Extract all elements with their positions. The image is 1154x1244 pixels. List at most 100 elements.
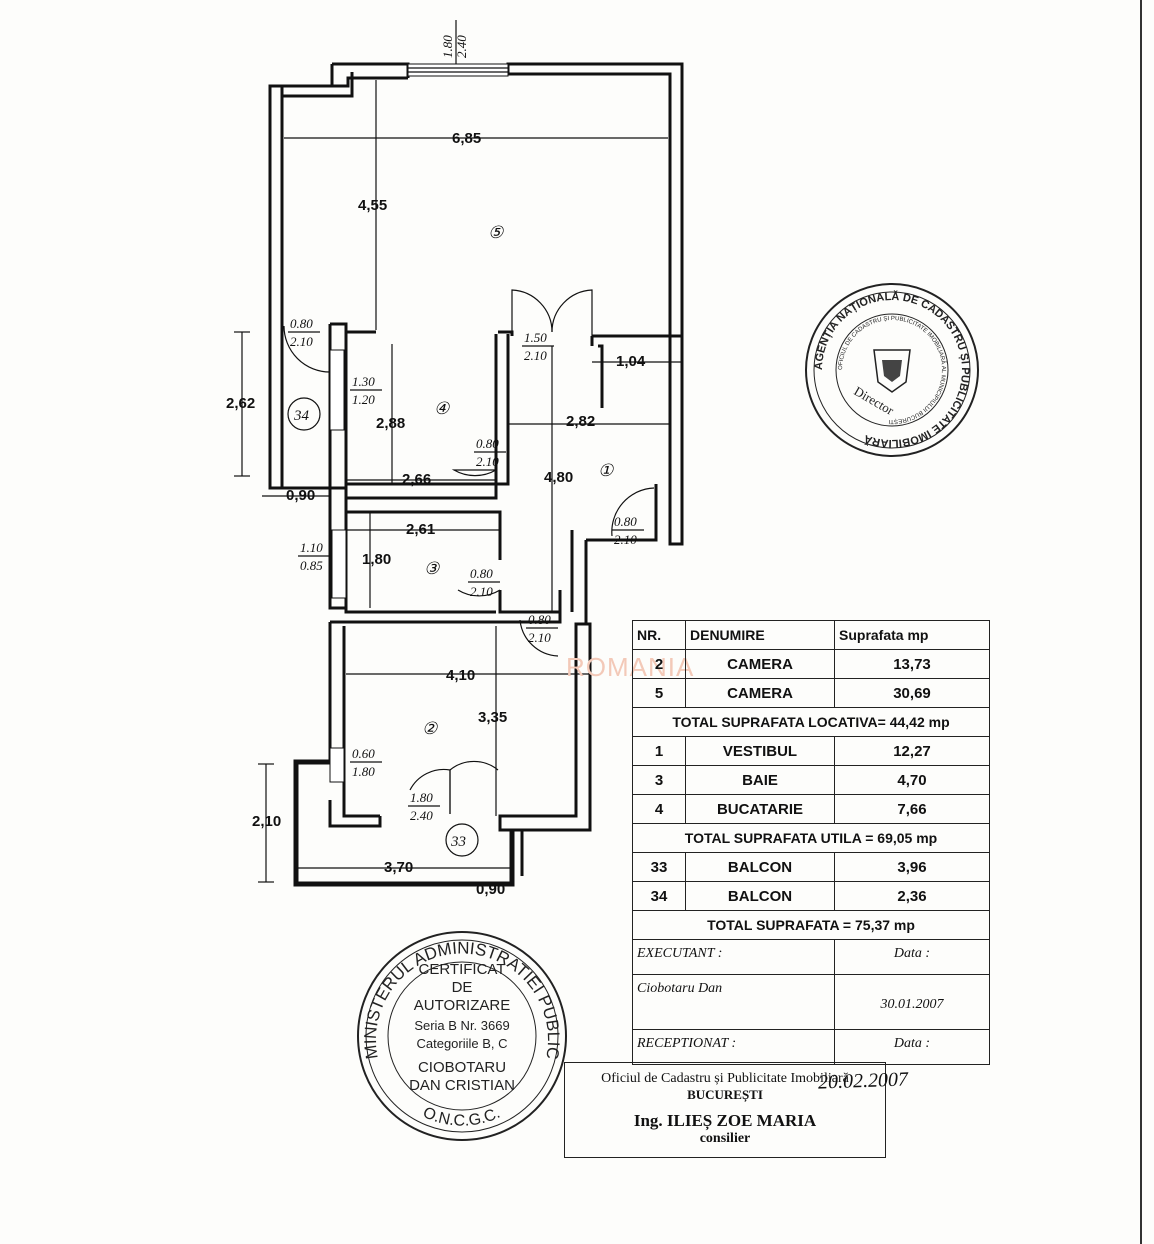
opening-10-width: 1.80: [410, 790, 433, 805]
executant-name: Ciobotaru Dan: [632, 974, 835, 1030]
room-33-number: 33: [450, 834, 466, 850]
total-row: TOTAL SUPRAFATA = 75,37 mp: [632, 910, 990, 940]
stamp-ocpi-box: Oficiul de Cadastru și Publicitate Imobi…: [564, 1062, 886, 1158]
opening-2-width: 1.50: [524, 330, 547, 345]
area-table: NR. DENUMIRE Suprafata mp 2 CAMERA 13,73…: [632, 620, 990, 1065]
opening-9-width: 0.60: [352, 746, 375, 761]
dim-4-10: 4,10: [446, 667, 475, 684]
stamp-ministry-l5: Categoriile B, C: [416, 1036, 507, 1051]
table-row: 2 CAMERA 13,73: [632, 649, 990, 679]
stamp-ocpi-line1: Oficiul de Cadastru și Publicitate Imobi…: [601, 1071, 849, 1086]
room-5-number: ⑤: [488, 223, 504, 242]
table-header: NR. DENUMIRE Suprafata mp: [632, 620, 990, 650]
opening-3-height: 1.20: [352, 392, 375, 407]
room-34-circle: [287, 397, 321, 431]
table-row: 4 BUCATARIE 7,66: [632, 794, 990, 824]
total-utila-row: TOTAL SUPRAFATA UTILA = 69,05 mp: [632, 823, 990, 853]
dim-2-66: 2,66: [402, 471, 431, 488]
room-33-circle: [445, 823, 479, 857]
top-window: [407, 63, 509, 77]
opening-10-height: 2.40: [410, 808, 433, 823]
receptionat-label: RECEPTIONAT :: [632, 1029, 835, 1065]
room-labels: ⑤ ④ ① ③ ② 34 33: [287, 223, 614, 857]
table-row: 33 BALCON 3,96: [632, 852, 990, 882]
opening-3-width: 1.30: [352, 374, 375, 389]
opening-2-height: 2.10: [524, 348, 547, 363]
opening-6-height: 0.85: [300, 558, 323, 573]
stamp-ocpi-line2: BUCUREȘTI: [687, 1087, 763, 1102]
doors: [283, 289, 655, 814]
table-row: 3 BAIE 4,70: [632, 765, 990, 795]
opening-8-height: 2.10: [528, 630, 551, 645]
stamp-ocpi-line4: consilier: [699, 1131, 751, 1146]
top-window-width: 1.80: [440, 35, 455, 58]
room-3-number: ③: [424, 559, 440, 578]
stamp-ministry-l1: CERTIFICAT: [419, 961, 506, 978]
walls: [268, 62, 684, 887]
dim-2-62: 2,62: [226, 395, 255, 412]
receptionat-row: RECEPTIONAT : Data :: [632, 1029, 990, 1065]
stamp-ministry-l3: AUTORIZARE: [414, 997, 510, 1014]
opening-7-width: 0.80: [470, 566, 493, 581]
opening-4-height: 2.10: [476, 454, 499, 469]
data-label-2: Data :: [834, 1029, 990, 1065]
window-bath: [331, 529, 347, 599]
dimension-values: 6,85 4,55 2,62 2,88 2,66 2,82 1,04 4,80 …: [226, 130, 646, 898]
dimension-lines: [234, 20, 682, 883]
opening-7-height: 2.10: [470, 584, 493, 599]
handwritten-date: 20.02.2007: [817, 1068, 909, 1094]
stamp-ancpi: AGENȚIA NAȚIONALĂ DE CADASTRU ȘI PUBLICI…: [805, 283, 979, 457]
executant-date: 30.01.2007: [834, 974, 990, 1030]
opening-8-width: 0.80: [528, 612, 551, 627]
room-4-number: ④: [434, 399, 450, 418]
stamp-ministry-l4: Seria B Nr. 3669: [414, 1018, 509, 1033]
dim-6-85: 6,85: [452, 130, 481, 147]
dim-3-70: 3,70: [384, 859, 413, 876]
table-row: 5 CAMERA 30,69: [632, 678, 990, 708]
data-label: Data :: [834, 939, 990, 975]
room-2-number: ②: [422, 719, 438, 738]
room-34-number: 34: [293, 408, 310, 424]
executant-label: EXECUTANT :: [632, 939, 835, 975]
opening-sizes: 0.80 2.10 1.50 2.10 1.30 1.20 0.80 2.10 …: [288, 35, 644, 823]
header-denumire: DENUMIRE: [685, 620, 835, 650]
opening-1-height: 2.10: [290, 334, 313, 349]
dim-0-90-b: 0,90: [476, 881, 505, 898]
dim-0-90-a: 0,90: [286, 487, 315, 504]
page-edge: [1140, 0, 1142, 1244]
table-row: 34 BALCON 2,36: [632, 881, 990, 911]
dim-4-55: 4,55: [358, 197, 387, 214]
stamp-ministry: MINISTERUL ADMINISTRATIEI PUBLICE O.N.C.…: [357, 931, 567, 1141]
table-row: 1 VESTIBUL 12,27: [632, 736, 990, 766]
executant-row: EXECUTANT : Data :: [632, 939, 990, 975]
top-window-height: 2.40: [454, 35, 469, 58]
dim-2-61: 2,61: [406, 521, 435, 538]
stamp-ministry-bottom: O.N.C.G.C.: [420, 1104, 502, 1130]
dim-2-10: 2,10: [252, 813, 281, 830]
dim-2-82: 2,82: [566, 413, 595, 430]
dim-1-04: 1,04: [616, 353, 646, 370]
opening-4-width: 0.80: [476, 436, 499, 451]
opening-1-width: 0.80: [290, 316, 313, 331]
dim-1-80: 1,80: [362, 551, 391, 568]
executant-values-row: Ciobotaru Dan 30.01.2007: [632, 974, 990, 1030]
opening-5-width: 0.80: [614, 514, 637, 529]
opening-9-height: 1.80: [352, 764, 375, 779]
stamp-ocpi-line3: Ing. ILIEȘ ZOE MARIA: [633, 1111, 817, 1130]
total-locativa-row: TOTAL SUPRAFATA LOCATIVA= 44,42 mp: [632, 707, 990, 737]
svg-text:O.N.C.G.C.: O.N.C.G.C.: [420, 1104, 502, 1130]
stamp-ministry-l6: CIOBOTARU: [418, 1059, 506, 1076]
dim-2-88: 2,88: [376, 415, 405, 432]
dim-4-80: 4,80: [544, 469, 573, 486]
header-nr: NR.: [632, 620, 686, 650]
coat-of-arms-icon: [873, 349, 911, 393]
stamp-ministry-l2: DE: [452, 979, 473, 996]
window-room2: [329, 747, 345, 783]
dim-3-35: 3,35: [478, 709, 507, 726]
stamp-ancpi-director: Director: [851, 383, 897, 418]
stamp-ministry-l7: DAN CRISTIAN: [409, 1077, 515, 1094]
opening-6-width: 1.10: [300, 540, 323, 555]
window-kitchen: [329, 349, 345, 431]
room-1-number: ①: [598, 461, 614, 480]
